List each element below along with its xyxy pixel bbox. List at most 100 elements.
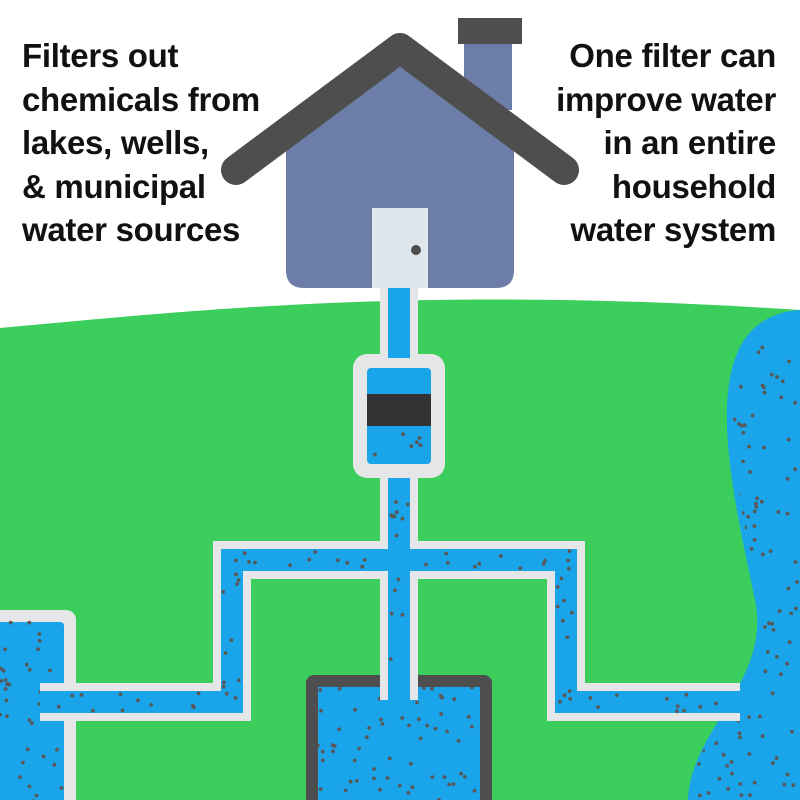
sediment-particle	[415, 440, 419, 445]
sediment-particle	[34, 793, 39, 798]
door-knob	[411, 245, 421, 255]
sediment-particle	[444, 551, 449, 556]
sediment-particle	[118, 692, 123, 697]
sediment-particle	[445, 560, 450, 565]
sediment-particle	[367, 726, 372, 730]
sediment-particle	[738, 735, 743, 740]
sediment-particle	[737, 731, 742, 736]
sediment-particle	[775, 654, 779, 659]
sediment-particle	[786, 586, 791, 591]
sediment-particle	[785, 661, 789, 666]
sediment-particle	[389, 611, 394, 616]
sediment-particle	[543, 558, 547, 563]
sediment-particle	[353, 707, 357, 712]
sediment-particle	[37, 632, 42, 636]
sediment-particle	[352, 758, 357, 763]
sediment-particle	[357, 746, 361, 751]
sediment-particle	[760, 345, 765, 350]
sediment-particle	[696, 762, 701, 766]
sediment-particle	[452, 697, 457, 702]
sediment-particle	[221, 589, 226, 594]
sediment-particle	[190, 703, 195, 708]
sediment-particle	[394, 533, 399, 538]
sediment-particle	[400, 716, 405, 720]
sediment-particle	[445, 729, 449, 734]
sediment-particle	[29, 721, 34, 726]
sediment-particle	[567, 549, 572, 553]
sediment-particle	[614, 693, 619, 697]
sediment-particle	[406, 791, 411, 795]
sediment-particle	[439, 712, 444, 716]
sediment-particle	[760, 734, 765, 738]
sediment-particle	[48, 668, 52, 673]
sediment-particle	[770, 691, 775, 696]
sediment-particle	[596, 705, 600, 709]
caption-right-line: One filter can	[569, 37, 776, 74]
sediment-particle	[741, 430, 746, 435]
sediment-particle	[27, 667, 32, 672]
sediment-particle	[4, 698, 9, 703]
sediment-particle	[588, 696, 593, 700]
sediment-particle	[91, 708, 95, 713]
sediment-particle	[373, 452, 377, 457]
sediment-particle	[785, 476, 790, 481]
sediment-particle	[335, 558, 340, 563]
sediment-particle	[706, 791, 711, 795]
sediment-particle	[451, 782, 456, 786]
sediment-particle	[675, 709, 679, 714]
sediment-particle	[0, 666, 3, 671]
sediment-particle	[684, 692, 689, 697]
sediment-particle	[739, 423, 744, 428]
sediment-particle	[337, 687, 342, 691]
sediment-particle	[25, 747, 30, 752]
sediment-particle	[555, 585, 560, 589]
sediment-particle	[759, 499, 764, 504]
sediment-particle	[725, 763, 730, 768]
sediment-particle	[405, 502, 410, 507]
sediment-particle	[776, 510, 781, 514]
sediment-particle	[288, 563, 292, 568]
sediment-particle	[729, 760, 734, 764]
sediment-particle	[337, 727, 341, 732]
sediment-particle	[120, 708, 125, 713]
sediment-particle	[307, 557, 312, 562]
sediment-particle	[721, 752, 726, 757]
sediment-particle	[559, 576, 564, 581]
sediment-particle	[385, 776, 390, 780]
sediment-particle	[697, 793, 702, 798]
sediment-particle	[3, 678, 8, 682]
sediment-particle	[394, 500, 398, 504]
sediment-particle	[24, 662, 29, 667]
caption-right-line: improve water	[556, 80, 776, 118]
sediment-particle	[253, 560, 257, 565]
caption-right-line: household	[611, 167, 776, 205]
sediment-particle	[364, 735, 369, 740]
sediment-particle	[418, 736, 423, 741]
sediment-particle	[785, 772, 790, 777]
sediment-particle	[760, 383, 765, 388]
sediment-particle	[247, 560, 251, 564]
sediment-particle	[235, 582, 240, 586]
sediment-particle	[396, 577, 401, 582]
sediment-particle	[787, 640, 792, 645]
sediment-particle	[409, 444, 414, 449]
sediment-particle	[8, 620, 13, 625]
sediment-particle	[470, 687, 474, 690]
sediment-particle	[233, 558, 238, 563]
sediment-particle	[440, 696, 444, 700]
sediment-particle	[746, 514, 750, 519]
sediment-particle	[379, 717, 383, 722]
sediment-particle	[5, 682, 10, 687]
sediment-particle	[372, 776, 376, 781]
sediment-particle	[387, 756, 392, 761]
sediment-particle	[754, 501, 758, 506]
sediment-particle	[415, 700, 419, 705]
sediment-particle	[518, 566, 523, 571]
sediment-particle	[223, 651, 228, 655]
sediment-particle	[498, 554, 503, 558]
sediment-particle	[732, 417, 737, 422]
sediment-particle	[477, 561, 482, 566]
sediment-particle	[795, 580, 799, 584]
